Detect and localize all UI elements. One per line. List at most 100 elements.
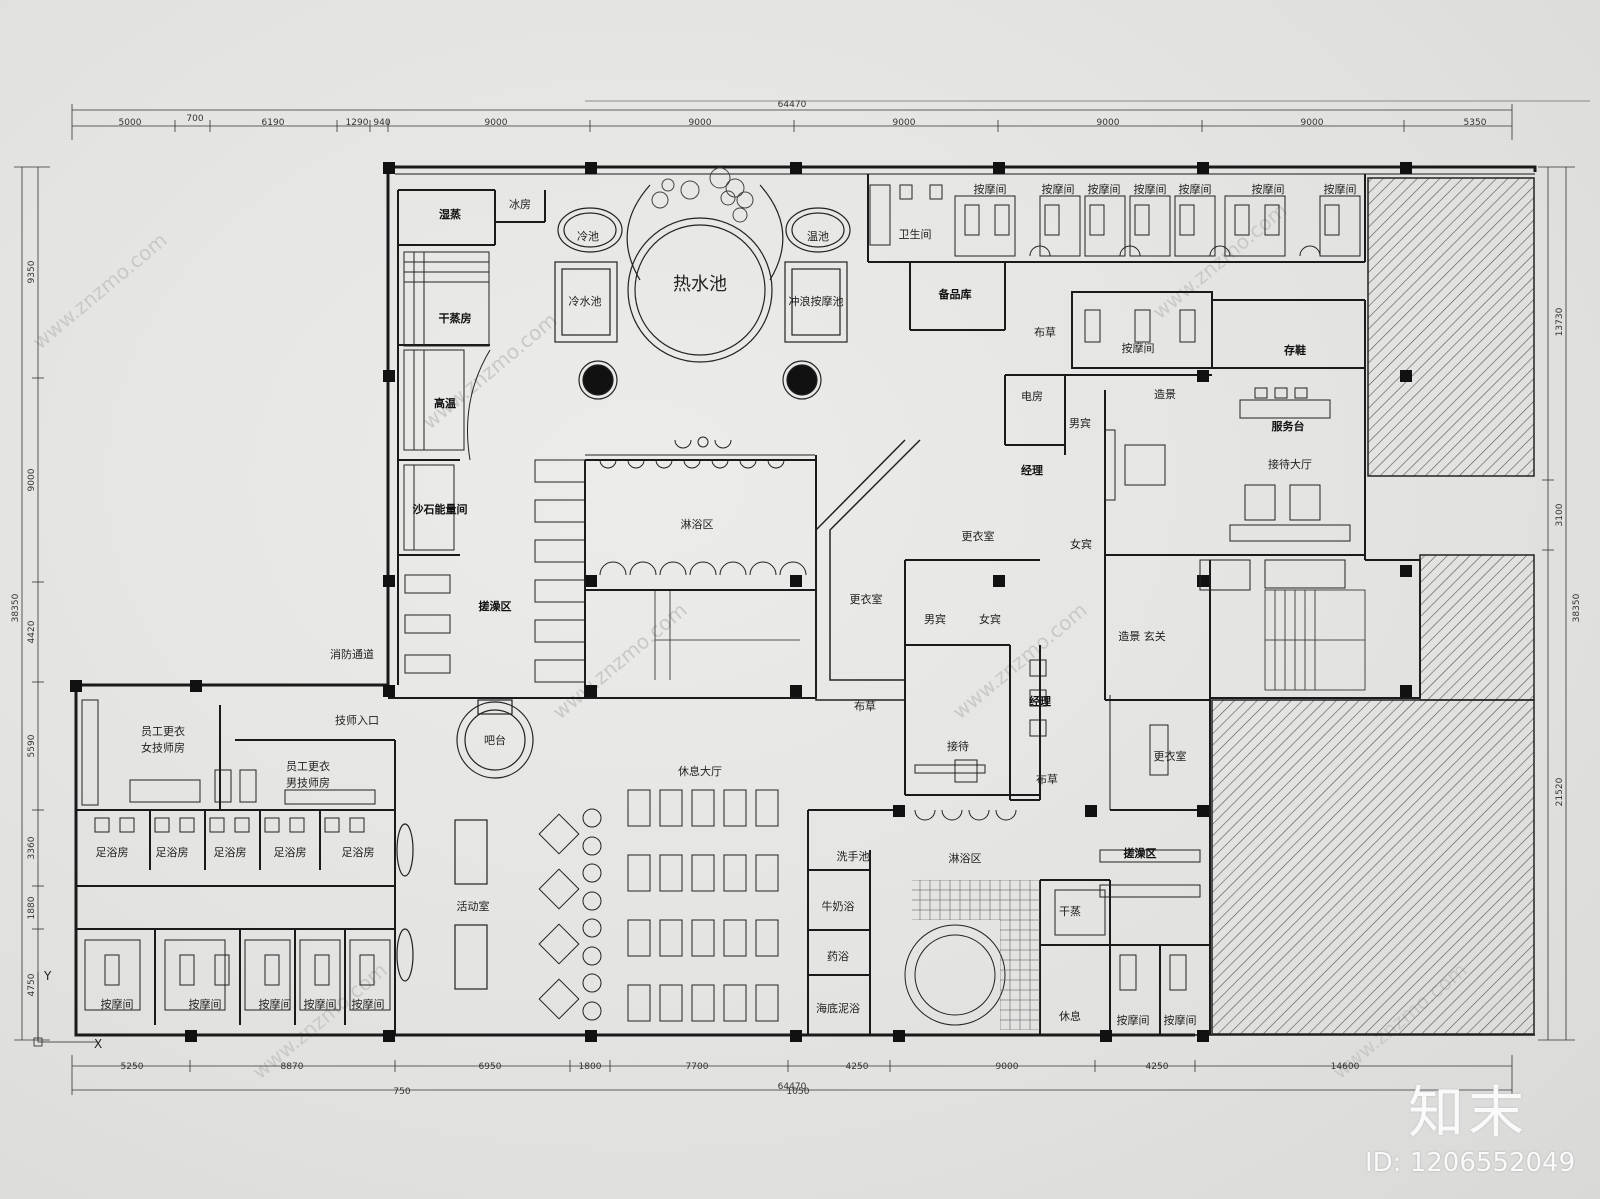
dimension-label: 5350: [1464, 118, 1487, 128]
dimension-label: 940: [373, 118, 390, 128]
stairs: [1264, 589, 1366, 691]
room-label: 休息: [1059, 1009, 1081, 1023]
room-label: 接待大厅: [1268, 457, 1312, 471]
room-label: 海底泥浴: [816, 1001, 860, 1015]
room-label: 高温: [434, 396, 456, 410]
plants: [651, 167, 754, 223]
room-label: 按摩间: [1252, 182, 1285, 196]
room-label: 按摩间: [1117, 1013, 1150, 1027]
room-label-hot-pool: 热水池: [673, 274, 727, 295]
room-label: 吧台: [484, 733, 506, 747]
room-label: 搓澡区: [479, 599, 512, 613]
room-label: 药浴: [827, 950, 849, 963]
tile-floor: [1000, 920, 1040, 1030]
dimension-label: 4420: [27, 620, 37, 643]
dimension-label: 14600: [1331, 1062, 1360, 1072]
courtyard-hatch: [1419, 554, 1535, 701]
room-label: 布草: [854, 700, 876, 713]
room-label: 按摩间: [1134, 182, 1167, 196]
room-label: 冷水池: [569, 295, 602, 308]
room-label: 湿蒸: [439, 207, 461, 221]
left-dimensions: [14, 166, 50, 1041]
dining-tables: [538, 808, 602, 1021]
room-label: 按摩间: [1164, 1013, 1197, 1027]
room-label: 按摩间: [1042, 182, 1075, 196]
room-label: 按摩间: [101, 997, 134, 1011]
dimension-label: 6190: [262, 118, 285, 128]
dimension-label: 9000: [485, 118, 508, 128]
dimension-total-left: 38350: [11, 593, 21, 622]
room-label: 更衣室: [1154, 749, 1187, 763]
room-label: 冷池: [577, 230, 599, 243]
room-label: 备品库: [938, 287, 972, 301]
dimension-label: 3360: [27, 836, 37, 859]
room-label: 足浴房: [274, 846, 307, 859]
room-label: 干蒸: [1059, 905, 1081, 918]
room-label: 员工更衣女技师房: [141, 724, 185, 755]
courtyard-hatch: [1367, 177, 1535, 477]
dimension-label: 1800: [579, 1062, 602, 1072]
dimension-label: 6950: [479, 1062, 502, 1072]
room-label: 更衣室: [850, 592, 883, 606]
brand-logo: 知末: [1408, 1081, 1528, 1146]
room-label: 按摩间: [1324, 182, 1357, 196]
dimension-label: 4250: [1146, 1062, 1169, 1072]
room-label: 按摩间: [974, 182, 1007, 196]
dimension-label: 8870: [281, 1062, 304, 1072]
room-label: 更衣室: [962, 529, 995, 543]
room-label: 冲浪按摩池: [789, 294, 844, 308]
inner-walls: [76, 173, 1535, 1035]
watermark: www.znzmo.com: [948, 598, 1092, 724]
room-label: 足浴房: [156, 846, 189, 859]
room-label: 造景 玄关: [1118, 629, 1166, 643]
room-label: 干蒸房: [439, 311, 472, 325]
room-label: 温池: [807, 230, 829, 243]
watermark: www.znzmo.com: [418, 308, 562, 434]
room-label: 女宾: [979, 612, 1001, 626]
right-dimensions: [1538, 166, 1575, 1041]
bar-area: [456, 699, 534, 779]
reception-furniture: [1104, 387, 1351, 591]
room-label: 男宾: [924, 612, 946, 626]
room-label: 造景: [1154, 387, 1176, 401]
dimension-label: 1880: [27, 896, 37, 919]
room-label: 冰房: [509, 198, 531, 211]
room-label: 接待: [947, 739, 969, 753]
room-label: 布草: [1034, 326, 1056, 339]
room-label: 按摩间: [352, 997, 385, 1011]
dimension-label: 9000: [996, 1062, 1019, 1072]
courtyard-hatch: [1211, 699, 1535, 1035]
room-label: 足浴房: [214, 846, 247, 859]
room-label: 按摩间: [259, 997, 292, 1011]
dimension-label: 21520: [1555, 777, 1565, 806]
room-label: 存鞋: [1284, 343, 1306, 357]
watermark: www.znzmo.com: [28, 228, 172, 354]
axis-marker: Y X: [33, 969, 102, 1051]
room-label: 沙石能量间: [413, 502, 468, 516]
dimension-label: 1050: [787, 1087, 810, 1097]
dimension-label: 5250: [121, 1062, 144, 1072]
svg-text:Y: Y: [43, 969, 52, 983]
fixtures: [404, 436, 815, 683]
foot-bath-rooms: [81, 699, 391, 1011]
tile-floor: [912, 880, 1040, 920]
room-label: 经理: [1029, 694, 1051, 708]
room-label: 淋浴区: [681, 518, 714, 531]
room-label: 技师入口: [335, 714, 379, 727]
dimension-label: 5590: [27, 734, 37, 757]
massage-rooms-top: [869, 184, 1361, 343]
recliners: [627, 789, 779, 1022]
room-label: 服务台: [1272, 419, 1305, 433]
top-dimensions: [71, 100, 1590, 140]
room-label: 按摩间: [1179, 182, 1212, 196]
dimension-total-bottom: 64470: [778, 1082, 807, 1092]
dimension-label: 700: [186, 114, 203, 124]
dimension-label: 5000: [119, 118, 142, 128]
room-label: 按摩间: [189, 997, 222, 1011]
dimension-label: 9000: [893, 118, 916, 128]
room-label: 电房: [1021, 390, 1043, 403]
room-label: 足浴房: [96, 846, 129, 859]
dimension-label: 9350: [27, 260, 37, 283]
